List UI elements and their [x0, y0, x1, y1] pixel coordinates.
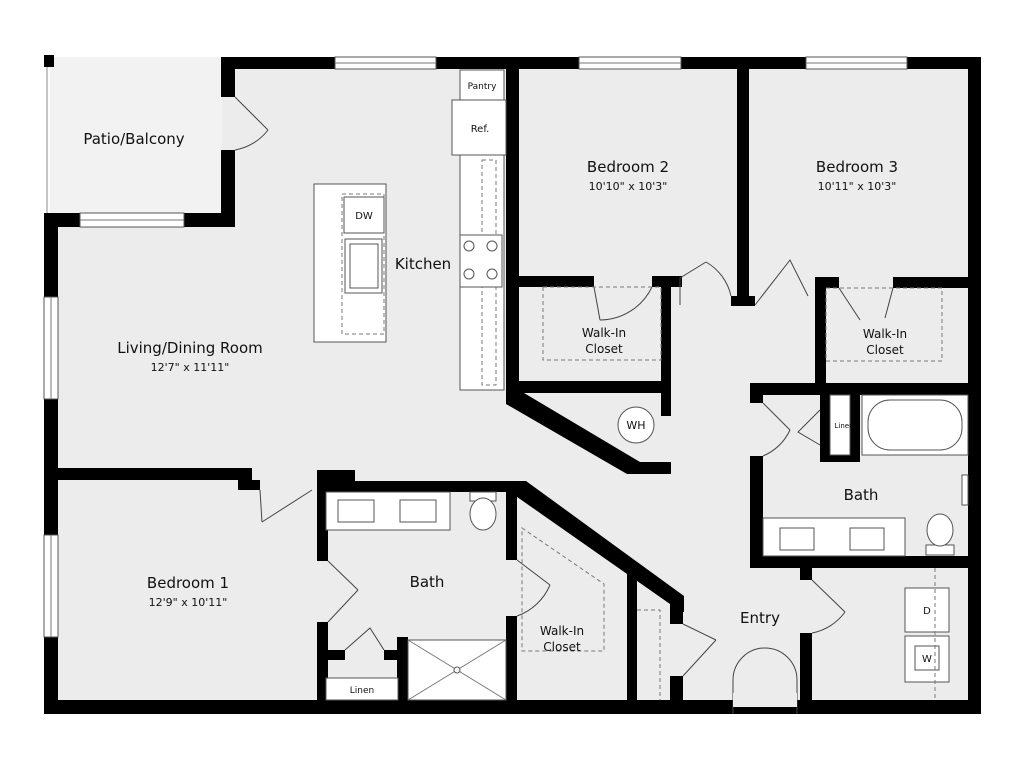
patio-floor: [50, 57, 222, 215]
linen-closet-hall: [829, 394, 851, 456]
bedroom-1-dims: 12'9" x 10'11": [149, 596, 228, 609]
windows: [43, 56, 969, 638]
dryer-icon: [904, 587, 950, 633]
pantry-label: Pantry: [468, 82, 497, 92]
walkin-closet-bath-line1: Walk-In: [540, 624, 584, 638]
dishwasher-label: DW: [355, 211, 373, 222]
dryer-label: D: [923, 606, 931, 617]
hall-sink-icon: [779, 527, 815, 551]
main-bath-label: Bath: [410, 573, 445, 591]
main-sink-icon: [337, 499, 375, 523]
hall-bath-label: Bath: [844, 486, 879, 504]
bedroom-3-label: Bedroom 3: [816, 158, 898, 176]
fixtures: [313, 69, 969, 701]
living-room-dims: 12'7" x 11'11": [151, 361, 230, 374]
washer-label: W: [922, 654, 932, 665]
living-room-label: Living/Dining Room: [117, 339, 263, 357]
doors: [234, 96, 894, 714]
linen-closet-bath: [325, 677, 399, 701]
refrigerator-label: Ref.: [471, 124, 490, 135]
hall-sink-icon: [849, 527, 885, 551]
patio-label: Patio/Balcony: [83, 130, 184, 148]
walkin-closet-bath-line2: Closet: [543, 640, 581, 654]
bedroom-2-dims: 10'10" x 10'3": [589, 180, 668, 193]
walkin-closet-bed2-line1: Walk-In: [582, 326, 626, 340]
bedroom-1-label: Bedroom 1: [147, 574, 229, 592]
linen-bath-label: Linen: [350, 686, 374, 696]
pantry-icon: [459, 69, 505, 101]
main-sink-icon: [399, 499, 437, 523]
bedroom-3-dims: 10'11" x 10'3": [818, 180, 897, 193]
walkin-closet-bed3-line1: Walk-In: [863, 327, 907, 341]
bedroom-2-label: Bedroom 2: [587, 158, 669, 176]
entry-label: Entry: [740, 609, 780, 627]
dishwasher-icon: [343, 196, 385, 234]
walkin-closet-bed2-line2: Closet: [585, 342, 623, 356]
linen-hall-label: Linen: [834, 422, 853, 430]
water-heater-label: WH: [626, 419, 645, 432]
kitchen-label: Kitchen: [395, 255, 451, 273]
water-heater-icon: [617, 406, 655, 444]
walkin-closet-bed3-line2: Closet: [866, 343, 904, 357]
